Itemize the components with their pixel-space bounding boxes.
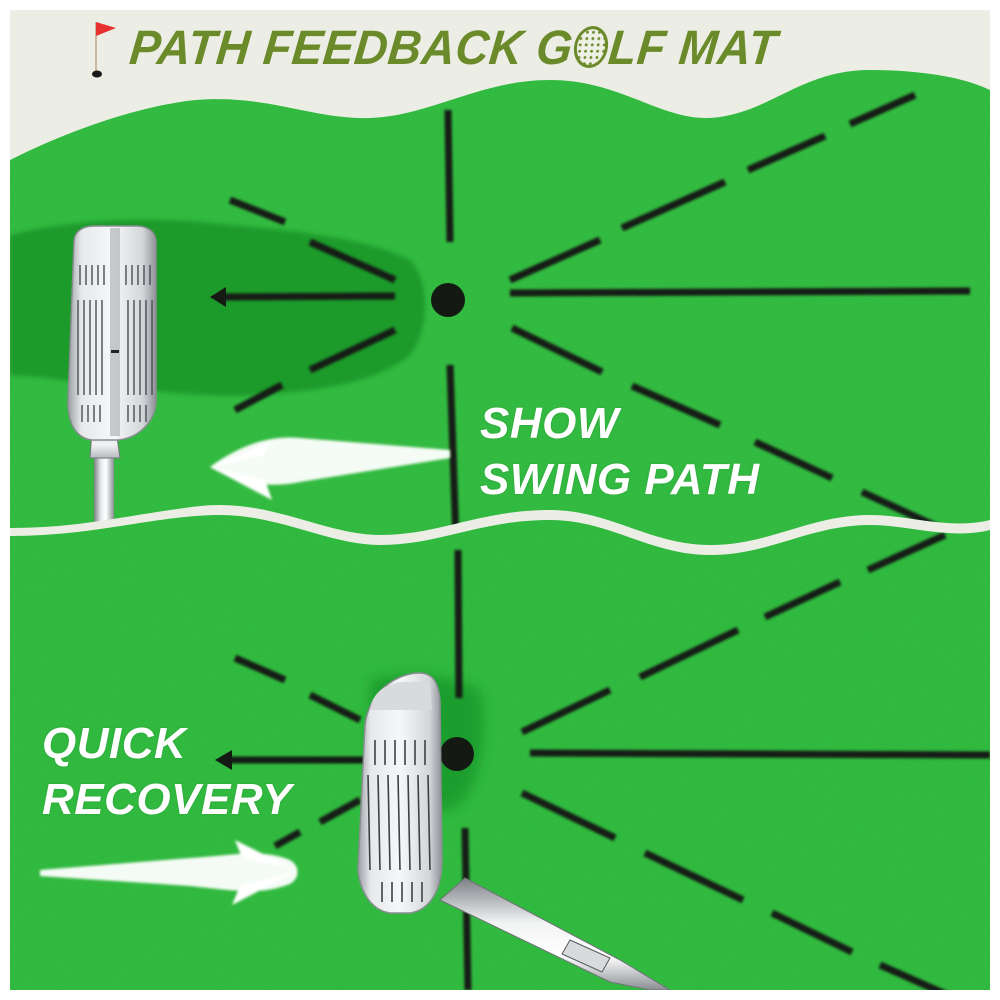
motion-streak-left-icon <box>210 437 450 500</box>
path-lines-bottom <box>225 531 990 990</box>
club-shaft-top <box>94 450 114 530</box>
path-line-horizontal-left-top <box>219 292 396 301</box>
arrowhead-left-top <box>210 287 226 307</box>
caption-top-line1: SHOW <box>480 399 619 448</box>
golf-club-angled-view <box>357 672 672 990</box>
golf-flag-icon <box>92 22 116 78</box>
path-lines-top <box>219 91 971 541</box>
bottom-panel <box>10 515 990 990</box>
target-line-vertical-top-upper <box>444 109 454 243</box>
wavy-divider <box>10 505 990 555</box>
product-image: PATH FEEDBACK G LF MAT SHOW SWING PATH QU… <box>10 10 990 990</box>
caption-quick-recovery: QUICK RECOVERY <box>42 716 292 828</box>
golf-club-front-view <box>67 225 157 530</box>
path-line-horizontal-right-bottom <box>529 749 990 759</box>
top-panel <box>10 70 990 545</box>
ball-position-dot-top <box>431 283 465 317</box>
caption-top-line2: SWING PATH <box>480 455 760 504</box>
target-line-vertical-top-lower <box>446 364 460 541</box>
title-text-part1: PATH FEEDBACK G <box>127 19 576 75</box>
caption-bottom-line1: QUICK <box>42 719 187 768</box>
mat-scene <box>10 10 990 990</box>
target-line-vertical-bottom-upper <box>454 549 463 699</box>
ball-position-dot-bottom <box>440 737 474 771</box>
motion-streak-right-icon <box>40 840 298 905</box>
caption-show-swing-path: SHOW SWING PATH <box>480 396 760 508</box>
title-text-part2: LF MAT <box>606 19 780 75</box>
page-title: PATH FEEDBACK G LF MAT <box>127 20 779 75</box>
arrowhead-left-bottom <box>215 750 232 770</box>
caption-bottom-line2: RECOVERY <box>42 775 293 824</box>
golf-ball-icon <box>571 26 610 68</box>
club-grooves-bottom <box>367 740 431 902</box>
path-line-horizontal-right-top <box>509 287 971 297</box>
club-grooves-top <box>77 265 153 422</box>
club-hosel-shaft <box>439 877 672 990</box>
